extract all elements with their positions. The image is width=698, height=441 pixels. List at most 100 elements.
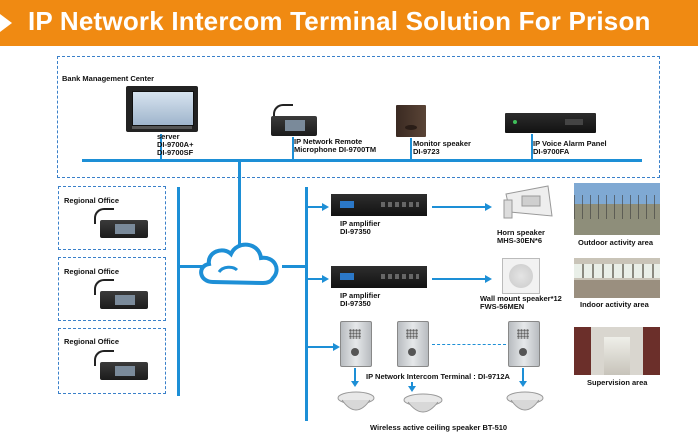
cloud-to-field-line — [282, 265, 307, 268]
bank-to-cloud-line — [238, 161, 241, 247]
intercom-feed-line — [307, 346, 334, 348]
regional-gooseneck-2 — [94, 279, 114, 295]
server-device — [126, 86, 198, 132]
title-banner — [0, 0, 698, 46]
server-vent — [132, 126, 192, 129]
ceiling-drop-arrow-3 — [519, 381, 527, 387]
amp2-display — [340, 273, 354, 280]
regional-screen-2 — [115, 295, 135, 305]
intercom-3-grille — [517, 329, 529, 339]
outdoor-area-label: Outdoor activity area — [578, 238, 654, 247]
microphone-base — [271, 116, 317, 136]
ceiling-speaker-label: Wireless active ceiling speaker BT-510 — [370, 423, 508, 432]
amplifier-2-device — [331, 266, 427, 288]
wall-speaker-icon — [502, 258, 540, 294]
regional-base-1 — [100, 220, 148, 238]
bank-bus-line — [82, 159, 642, 162]
banner-arrow-icon — [0, 14, 12, 32]
intercom-terminal-2 — [397, 321, 429, 367]
regional-desk-microphone-1 — [94, 208, 148, 238]
regional-office-box-2 — [58, 257, 166, 321]
alarm-panel-device — [505, 113, 596, 133]
regional-office-box-3 — [58, 328, 166, 394]
amp2-arrow-icon — [322, 275, 329, 283]
ceiling-drop-line-1 — [354, 368, 356, 382]
bank-management-box — [57, 56, 660, 178]
ceiling-drop-line-3 — [522, 368, 524, 382]
outdoor-area-photo — [574, 183, 660, 235]
amp2-knobs — [381, 274, 419, 279]
microphone-link — [292, 137, 294, 160]
intercom-arrow-icon — [333, 343, 340, 351]
intercom-2-button — [408, 348, 416, 356]
alarm-panel-display — [565, 119, 583, 125]
regional-screen-1 — [115, 224, 135, 234]
ceiling-drop-arrow-2 — [408, 386, 416, 392]
regional-desk-microphone-3 — [94, 350, 148, 380]
regional-office-label-2: Regional Office — [64, 267, 120, 276]
regional-bus-line — [177, 187, 180, 396]
intercom-1-button — [351, 348, 359, 356]
alarm-panel-led — [513, 120, 517, 124]
amp1-display — [340, 201, 354, 208]
intercom-3-button — [519, 348, 527, 356]
amp2-wall-arrow-icon — [485, 275, 492, 283]
wall-speaker-grille — [509, 264, 533, 288]
supervision-corridor — [604, 337, 630, 375]
intercom-label: IP Network Intercom Terminal : DI-9712A — [366, 372, 510, 381]
ceiling-drop-arrow-1 — [351, 381, 359, 387]
amp1-horn-arrow-icon — [485, 203, 492, 211]
amp1-feed-line — [307, 206, 323, 208]
amp2-to-wall-line — [432, 278, 486, 280]
bank-management-label: Bank Management Center — [62, 74, 155, 83]
regional-gooseneck-3 — [94, 350, 114, 366]
regional-base-3 — [100, 362, 148, 380]
regional-base-2 — [100, 291, 148, 309]
intercom-1-grille — [349, 329, 361, 339]
remote-microphone-device — [271, 104, 317, 136]
intercom-dashed-link — [432, 344, 506, 345]
monitor-speaker-cone — [405, 125, 417, 130]
ceiling-speaker-icon-2 — [403, 393, 443, 413]
monitor-speaker-link — [410, 138, 412, 160]
supervision-area-label: Supervision area — [587, 378, 648, 387]
amp1-knobs — [381, 202, 419, 207]
regional-screen-3 — [115, 366, 135, 376]
amp1-arrow-icon — [322, 203, 329, 211]
indoor-windows — [574, 264, 660, 278]
regional-office-label-1: Regional Office — [64, 196, 120, 205]
field-bus-line — [305, 187, 308, 421]
cloud-network-icon — [199, 242, 279, 286]
regional-gooseneck-1 — [94, 208, 114, 224]
regional-office-box-1 — [58, 186, 166, 250]
regional-to-cloud-line — [177, 265, 217, 268]
server-link — [160, 134, 162, 160]
supervision-area-photo — [574, 327, 660, 375]
outdoor-fence — [574, 195, 660, 219]
server-screen — [132, 91, 194, 126]
intercom-2-grille — [406, 329, 418, 339]
ceiling-drop-line-2 — [411, 382, 413, 388]
amplifier-1-device — [331, 194, 427, 216]
monitor-speaker-device — [396, 105, 426, 137]
ceiling-speaker-icon-1 — [337, 391, 375, 411]
intercom-terminal-1 — [340, 321, 372, 367]
indoor-area-label: Indoor activity area — [580, 300, 649, 309]
intercom-terminal-3 — [508, 321, 540, 367]
page-title: IP Network Intercom Terminal Solution Fo… — [28, 6, 651, 36]
regional-office-label-3: Regional Office — [64, 337, 120, 346]
microphone-gooseneck — [273, 104, 293, 120]
alarm-panel-link — [531, 134, 533, 160]
microphone-screen — [285, 120, 305, 131]
indoor-area-photo — [574, 258, 660, 298]
regional-desk-microphone-2 — [94, 279, 148, 309]
ceiling-speaker-icon-3 — [506, 391, 544, 411]
